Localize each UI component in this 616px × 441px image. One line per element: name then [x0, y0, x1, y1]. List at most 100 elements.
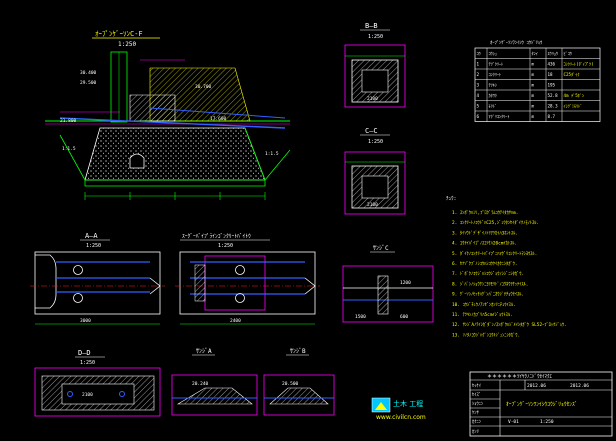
note-line: 9. ｹﾞｰｿﾝﾉｾｯﾁﾊｹﾞﾝﾊﾞﾆｵｳｼﾞﾃﾁｮｳｾｲｽﾙ.	[452, 291, 524, 298]
quantity-table-cell: ﾓﾘﾄﾞ	[489, 104, 497, 109]
note-line: 10. ｺｳｼﾞﾁｭｳﾉｱﾝｾﾞﾝｶﾝﾘﾆﾁｭｳｲｽﾙ.	[452, 301, 516, 308]
note-line: 1. ｽﾝﾎﾟｳﾊﾐﾘ,ﾌﾟﾛｸﾞﾗﾑｺｳﾃｲﾀｶｻﾊm.	[452, 209, 518, 216]
quantity-table-cell: m	[532, 62, 535, 67]
notes-header: ﾁｭｳ:	[446, 196, 457, 202]
cc-title: C—C	[365, 127, 378, 135]
title-drawing-name: ｵｰﾌﾟﾝｹﾞｰｿﾝﾜﾝｲｼｳｺｳｼﾞﾘｮｳｾﾝｽﾞ	[506, 401, 578, 408]
quantity-table-cell: 52.8	[548, 93, 559, 98]
note-line: 5. ﾀﾞｲｸﾉｺﾝｸﾘｰﾄﾊﾟｲﾌﾟﾆﾊﾏｸﾞﾘｺﾝｸﾘｰﾄｦｼﾖｳｽﾙ.	[452, 250, 537, 257]
title-date-2: 2012.06	[570, 383, 589, 389]
elev-label-1: 30.400	[80, 70, 97, 76]
title-sheet: V-01	[508, 419, 519, 425]
quantity-table-cell: 4m ﾃﾞ5ﾎﾞﾝ	[564, 93, 585, 99]
detail-a-view: ｻﾝｼﾞA 20.240	[171, 348, 258, 416]
watermark-site: 土木 工程	[393, 399, 423, 408]
dd-scale: 1:250	[80, 360, 95, 366]
detail-a-title: ｻﾝｼﾞA	[196, 348, 212, 355]
quantity-table-cell: 5	[477, 104, 480, 109]
aa-title: A—A	[85, 232, 98, 240]
quantity-table-cell: m	[532, 93, 535, 98]
quantity-table-header: ｺｳｼｭ	[489, 51, 497, 57]
bb-dim: 2100	[367, 96, 378, 102]
elev-label-3: 21.800	[60, 118, 77, 124]
note-line: 4. ｺｳﾃｲﾊﾟｲﾌﾟﾉｽｴﾂｹﾊ20cmｲｶﾄｽﾙ.	[452, 240, 517, 247]
quantity-table: ｵｰﾌﾟﾝｹﾞｰｿﾝﾜﾝｲｼｳ ｺｳｼﾞﾘｮｳ ｺｳ ｺｳｼｭ ﾀﾝｲ ｽｳﾘｮｳ ﾋﾞ…	[474, 39, 601, 122]
title-scale: 1:250	[540, 419, 554, 425]
quantity-table-cell: 18	[548, 72, 554, 77]
quantity-table-cell: ｺﾝｸﾘｰﾄ(ﾀﾞｲﾌﾟｸ)	[564, 61, 594, 68]
note-line: 6. ｾﾂｿﾞｸﾌﾞﾉｼｺｳﾊｼｺｳｹｲｶｸﾆｼﾀｶﾞｳ.	[452, 260, 517, 267]
title-label-2: ｾｲｽﾞ	[472, 391, 481, 398]
elev-label-2: 29.500	[80, 80, 97, 86]
note-line: 7. ﾄﾞﾎﾞｸﾉｺｳｼﾞﾊｼｺｳｼﾞｮｳﾉｼｼﾞﾆｼﾀｶﾞｳ.	[452, 270, 524, 277]
plan2-view: ｽｰｸﾞｰﾊﾞｲﾌﾟﾗｲﾝｺﾞﾝｸﾘｰﾄﾊﾞｲﾄｳ 1:250 2400	[175, 233, 320, 325]
aa-dim-1: 3000	[80, 318, 91, 324]
note-line: 3. ﾀｲｿｳﾄﾞﾃﾞｻﾞｲﾉﾄﾘｱﾂｶｲﾊ3ﾎﾝﾄｽﾙ.	[452, 229, 518, 236]
plan2-dim-1: 2400	[230, 318, 241, 324]
quantity-table-cell: ｺﾝｸﾘｰﾄ	[489, 72, 502, 77]
detail-a-dim-1: 20.240	[192, 381, 209, 387]
quantity-table-cell: m	[532, 83, 535, 88]
notes-block: ﾁｭｳ: 1. ｽﾝﾎﾟｳﾊﾐﾘ,ﾌﾟﾛｸﾞﾗﾑｺｳﾃｲﾀｶｻﾊm. 2. ｺﾝｸ…	[446, 196, 567, 338]
detail-b-dim-1: 20.500	[282, 381, 299, 387]
title-block-heading: ＊＊＊＊＊＊ﾂｲﾔｸﾉﾆﾄﾞｳｾｲﾏｸｴ	[487, 373, 553, 380]
quantity-table-cell: 3	[477, 83, 480, 88]
slope-label-2: 1:1.5	[265, 151, 279, 157]
title-block: ＊＊＊＊＊＊ﾂｲﾔｸﾉﾆﾄﾞｳｾｲﾏｸｴ ｾｯｹｲ ｾｲｽﾞ ｼｮｳﾆﾝ ｹﾝｻ…	[469, 371, 613, 437]
elev-label-5: 17.600	[210, 116, 227, 122]
title-label-6: ｶﾝﾘ	[472, 429, 479, 435]
quantity-table-header: ﾀﾝｲ	[532, 51, 538, 57]
aa-plan-view: A—A 1:250 3000	[30, 232, 165, 325]
quantity-table-cell: ｶﾀﾜｸ	[489, 93, 497, 99]
bb-section-view: B—B 1:250 2100	[344, 22, 406, 108]
dd-section-view: D—D 1:250 2100	[34, 349, 161, 417]
quantity-table-cell: 1	[477, 62, 480, 67]
bb-title: B—B	[365, 22, 378, 30]
quantity-table-cell: 436	[548, 62, 556, 67]
detail-c-dim-3: 600	[400, 314, 408, 320]
quantity-table-header: ﾋﾞｺｳ	[564, 51, 572, 56]
plan2-title: ｽｰｸﾞｰﾊﾞｲﾌﾟﾗｲﾝｺﾞﾝｸﾘｰﾄﾊﾞｲﾄｳ	[182, 233, 251, 240]
cc-dim: 2100	[367, 202, 378, 208]
quantity-table-header: ｽｳﾘｮｳ	[548, 51, 558, 57]
quantity-table-cell: m	[532, 114, 535, 119]
main-section-title: ｵｰﾌﾟﾝｹﾞｰｿﾝC-F	[95, 30, 143, 38]
title-label-4: ｹﾝｻ	[472, 410, 479, 416]
note-line: 2. ｺﾝｸﾘｰﾄﾉｺｳﾄﾞﾊC25,ｼﾞｭｳﾀﾝｾｲﾀﾞｲｸﾉﾓﾉﾄｽﾙ.	[452, 219, 539, 226]
quantity-table-header: ｺｳ	[477, 51, 481, 56]
quantity-table-cell: C25ﾀﾞｲｸ	[564, 72, 580, 78]
title-date-1: 2012.06	[527, 383, 546, 389]
quantity-table-cell: ﾃﾂﾞｸﾘｰﾄ	[489, 62, 504, 68]
main-section-view: ｵｰﾌﾟﾝｹﾞｰｿﾝC-F 1:250 30.400 29.500 21.800…	[45, 30, 291, 200]
cc-section-view: C—C 1:250 2100	[344, 127, 406, 215]
slope-label-1: 1:1.5	[62, 146, 76, 152]
dd-title: D—D	[78, 349, 91, 357]
quantity-table-title: ｵｰﾌﾟﾝｹﾞｰｿﾝﾜﾝｲｼｳ ｺｳｼﾞﾘｮｳ	[490, 39, 543, 46]
quantity-table-frame	[474, 47, 601, 122]
cc-scale: 1:250	[368, 139, 383, 145]
dd-dim-1: 2100	[82, 392, 93, 398]
quantity-table-cell: m	[532, 104, 535, 109]
quantity-table-cell: ﾏｸﾞﾘｺﾝｸﾘｰﾄ	[489, 114, 510, 120]
note-line: 8. ｼﾞﾊﾞﾝﾉｼｮｳｹﾝﾆﾖﾘﾓﾘﾄﾞﾉｺｳﾎｳｦｹｯﾃｲｽﾙ.	[452, 280, 528, 287]
quantity-table-cell: 4	[477, 93, 480, 98]
detail-c-dim-1: 1200	[400, 280, 411, 286]
quantity-table-cell: 2	[477, 72, 480, 77]
main-section-scale: 1:250	[118, 41, 136, 48]
quantity-table-cell: m	[532, 72, 535, 77]
detail-c-title: ｻﾝｼﾞC	[373, 245, 389, 252]
quantity-table-cell: 28.3	[548, 104, 559, 109]
watermark-url: www.civilcn.com	[376, 414, 426, 421]
note-line: 13. ｿﾉﾀﾉｺｳｼﾞﾊｹﾞﾝｺｳｷｼﾞｭﾝﾆｼﾀｶﾞｳ.	[452, 331, 520, 338]
title-label-1: ｾｯｹｲ	[472, 383, 481, 389]
site-watermark: 土木 工程 www.civilcn.com	[371, 397, 426, 421]
quantity-table-cell: 8.7	[548, 114, 556, 119]
detail-b-title: ｻﾝｼﾞB	[290, 348, 306, 355]
bb-scale: 1:250	[368, 34, 383, 40]
elev-label-4: 30.700	[195, 84, 212, 90]
detail-b-view: ｻﾝｼﾞB 20.500	[263, 348, 335, 416]
note-line: 12. ｻﾝｼﾞAﾉﾃｲｼｶﾞﾀﾞﾝﾉｽﾝﾎﾟｳﾊｼﾞﾒｲｼﾀｶﾞｳ SL52ｰ…	[452, 321, 567, 328]
aa-scale: 1:250	[86, 243, 101, 249]
title-label-5: ｶｸﾆﾝ	[472, 419, 482, 425]
